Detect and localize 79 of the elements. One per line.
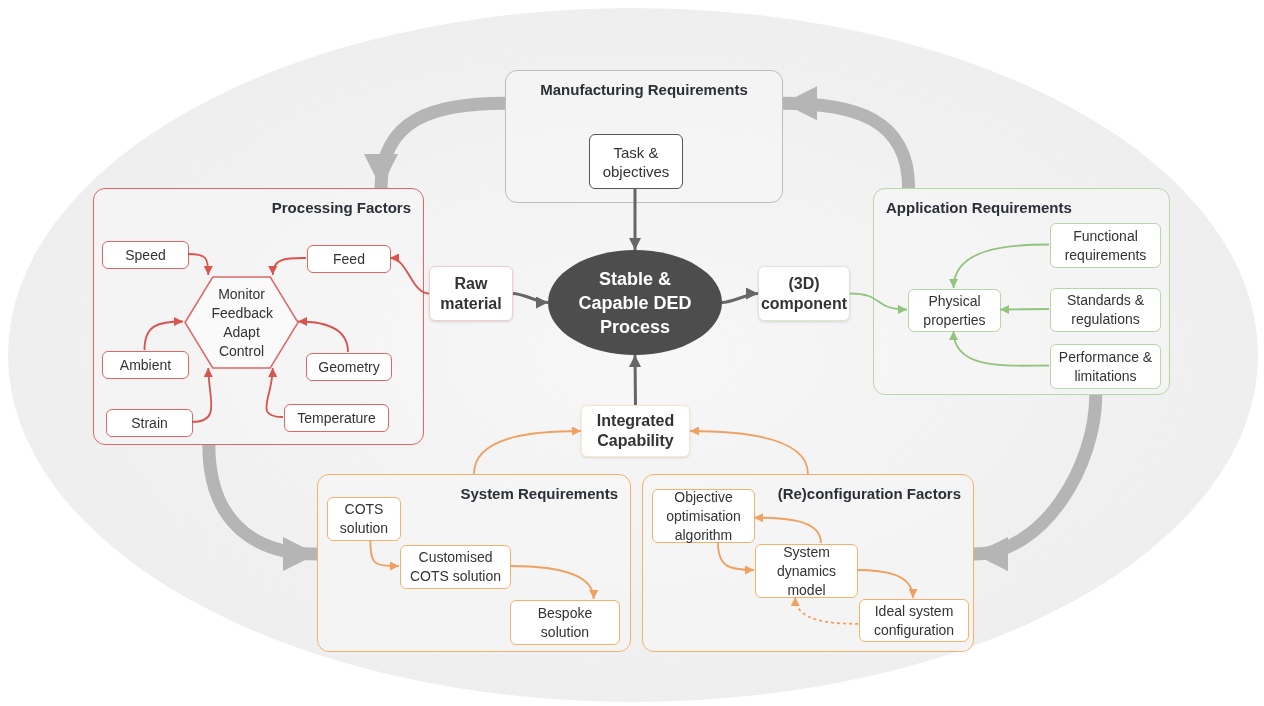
- arrow: [268, 257, 307, 276]
- group-heading: (Re)configuration Factors: [777, 484, 961, 504]
- node-label: Task & objectives: [601, 142, 671, 181]
- group-panel: [642, 474, 974, 652]
- node-label: Raw material: [439, 273, 503, 314]
- group-heading: Application Requirements: [886, 198, 1072, 218]
- node-label: Integrated Capability: [595, 411, 676, 451]
- factor-box: [102, 351, 189, 379]
- factor-box: [284, 404, 389, 432]
- node-label: (3D) component: [760, 273, 848, 314]
- cycle-arrow: [782, 86, 916, 189]
- node-label: Bespoke solution: [536, 603, 594, 642]
- node-label: Feed: [333, 249, 365, 269]
- factor-box: [1050, 288, 1161, 332]
- group-panel: [317, 474, 631, 652]
- arrow: [717, 541, 755, 575]
- node-label: Strain: [131, 413, 168, 433]
- arrow: [950, 243, 1050, 289]
- arrow: [369, 539, 400, 571]
- cycle-arrow: [366, 96, 506, 189]
- factor-box: [1050, 344, 1161, 389]
- node-label: Ambient: [119, 355, 172, 375]
- node-label: Temperature: [297, 408, 376, 428]
- key-box: [429, 266, 513, 321]
- node-label: Stable & Capable DED Process: [577, 267, 693, 339]
- group-heading: System Requirements: [460, 484, 618, 504]
- arrow: [629, 188, 641, 250]
- node-label: Monitor Feedback Adapt Control: [211, 284, 272, 361]
- factor-box: [307, 245, 391, 273]
- hexagon-node: [184, 276, 299, 369]
- arrow: [791, 596, 859, 625]
- node-label: COTS solution: [338, 500, 390, 538]
- factor-box: [327, 497, 401, 541]
- arrow: [191, 367, 214, 423]
- factor-box: [859, 599, 969, 642]
- arrow: [856, 569, 917, 599]
- node-label: Speed: [125, 245, 166, 265]
- arrow: [509, 565, 597, 600]
- cycle-arrow: [202, 444, 318, 570]
- arrow: [473, 426, 582, 475]
- group-heading: Manufacturing Requirements: [539, 80, 749, 100]
- key-box: [581, 405, 690, 457]
- factor-box: [106, 409, 193, 437]
- arrow: [389, 255, 430, 295]
- node-label: Geometry: [318, 357, 380, 377]
- node-label: Objective optimisation algorithm: [665, 487, 742, 545]
- factor-box: [755, 544, 858, 598]
- arrow: [512, 292, 549, 308]
- factor-box: [306, 353, 392, 381]
- group-panel: [505, 70, 783, 203]
- group-heading: Processing Factors: [271, 198, 411, 218]
- node-label: Customised COTS solution: [408, 548, 502, 586]
- arrow: [297, 317, 349, 353]
- factor-box: [400, 545, 511, 589]
- arrow: [999, 304, 1050, 314]
- factor-box: [652, 489, 755, 543]
- node-label: System dynamics model: [775, 542, 838, 600]
- arrow: [143, 317, 184, 351]
- factor-box: [589, 134, 683, 189]
- factor-box: [908, 289, 1001, 332]
- arrow: [950, 330, 1050, 367]
- arrow: [849, 292, 908, 314]
- arrow: [721, 288, 759, 304]
- arrow: [689, 426, 809, 475]
- factor-box: [510, 600, 620, 645]
- cycle-arrow: [973, 394, 1103, 568]
- node-label: Standards & regulations: [1065, 291, 1146, 329]
- arrow: [753, 513, 822, 544]
- node-label: Performance & limitations: [1057, 347, 1154, 386]
- group-panel: [93, 188, 424, 445]
- group-panel: [873, 188, 1170, 395]
- arrow: [187, 253, 213, 276]
- factor-box: [1050, 223, 1161, 268]
- key-box: [758, 266, 850, 321]
- arrow: [629, 355, 642, 405]
- factor-box: [102, 241, 189, 269]
- node-label: Functional requirements: [1063, 226, 1148, 265]
- node-label: Physical properties: [922, 291, 987, 330]
- node-label: Ideal system configuration: [872, 601, 956, 640]
